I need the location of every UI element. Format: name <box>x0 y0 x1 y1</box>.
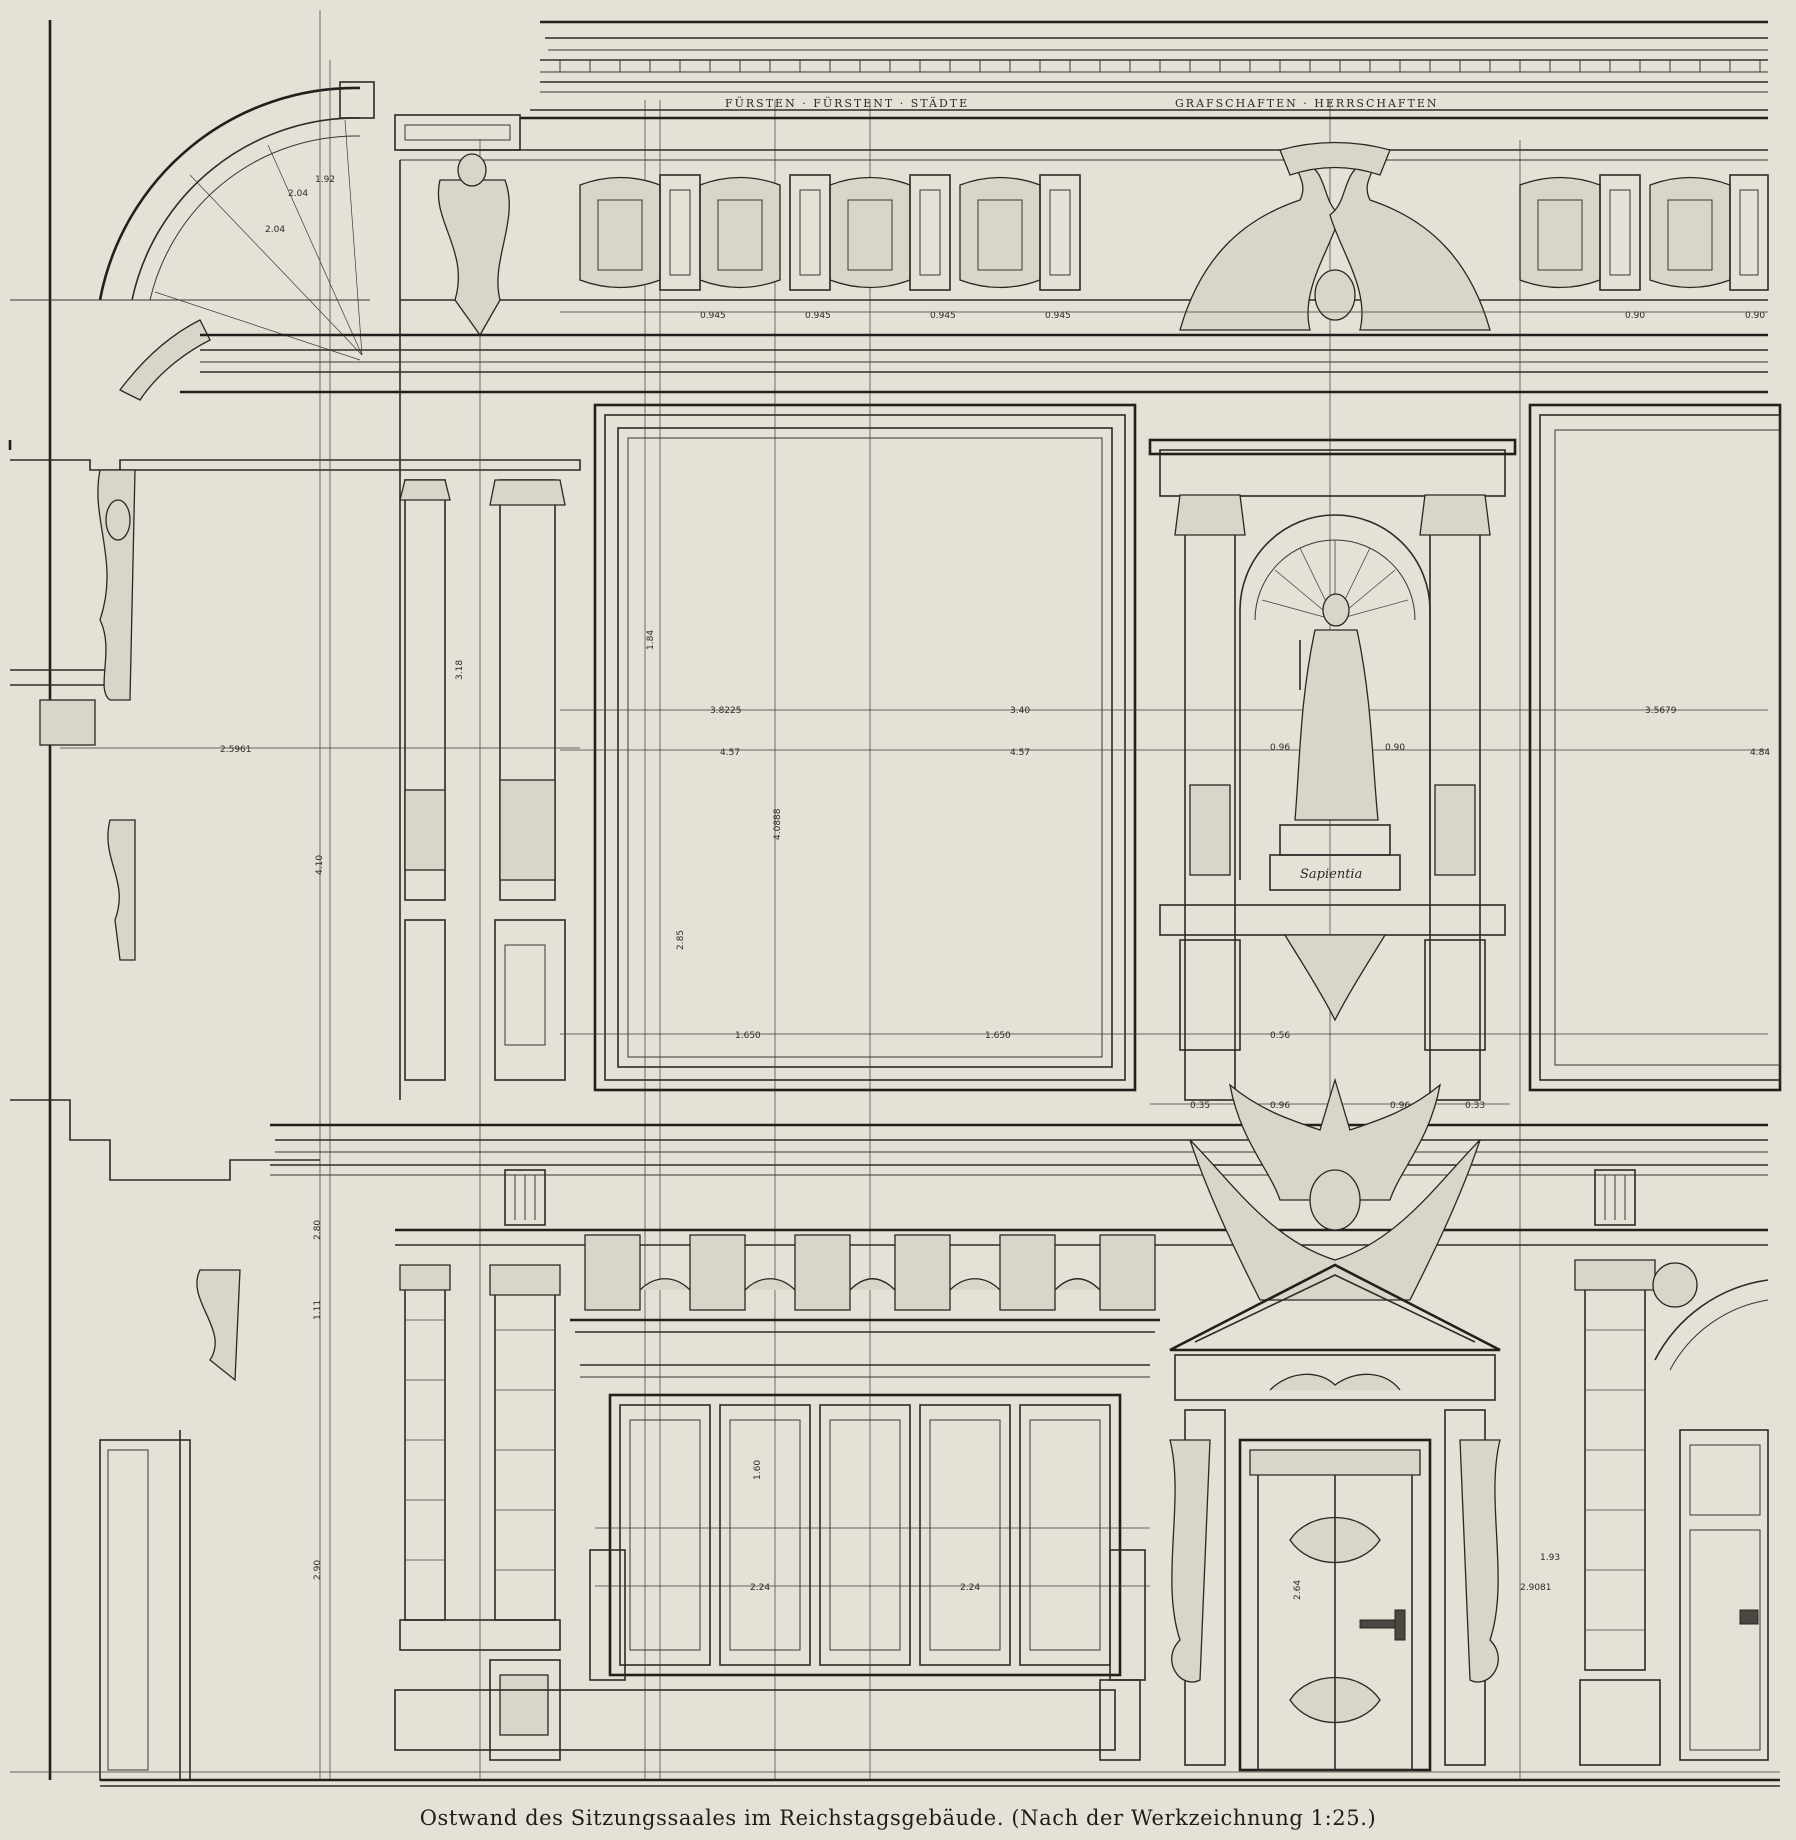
dim-span-c2: 4.57 <box>1010 748 1030 758</box>
central-niche: Sapientia 0.96 0.90 0.56 0.96 0.96 0.35 … <box>1148 438 1517 1111</box>
dim-span-b: 3.40 <box>1010 706 1030 716</box>
dim-door-h: 2.90 <box>313 1560 323 1580</box>
dim-portal-h: 2.64 <box>1293 1580 1303 1600</box>
dim-bay-r2: 0.90 <box>1745 311 1765 321</box>
dim-bay-3: 0.945 <box>930 311 956 321</box>
dim-tall-1: 4.10 <box>315 855 325 875</box>
dim-niche-2: 0.90 <box>1385 743 1405 753</box>
dim-door-h2: 1.60 <box>753 1460 763 1480</box>
dim-bay-2: 0.945 <box>805 311 831 321</box>
dim-low-2: 2.80 <box>313 1220 323 1240</box>
center-doors-bay: 2.24 2.24 1.60 <box>394 1234 1160 1761</box>
dim-bay-4: 0.945 <box>1045 311 1071 321</box>
sapientia-statue <box>1294 593 1379 821</box>
dim-panel-w2: 1.650 <box>985 1031 1011 1041</box>
left-arch: 2.04 2.04 1.92 <box>98 81 375 361</box>
frieze-cartouche-4 <box>959 176 1041 289</box>
dim-bay-1: 0.945 <box>700 311 726 321</box>
left-caryatid-upper <box>394 114 521 337</box>
dim-base-1: 0.56 <box>1270 1031 1290 1041</box>
dim-arch-radius: 2.04 <box>265 225 285 235</box>
elevation-drawing: 2.04 2.04 1.92 <box>8 10 1782 1787</box>
dim-arch-2: 1.92 <box>315 175 335 185</box>
dim-side-2: 0.33 <box>1465 1101 1485 1111</box>
frieze-pilaster-2 <box>789 174 831 291</box>
lower-right-bay: 1.93 2.9081 <box>1520 1259 1769 1766</box>
dim-span-d: 4.84 <box>1750 748 1770 758</box>
frieze-pilaster-1 <box>659 174 701 291</box>
middle-cornice <box>270 1123 1768 1246</box>
frieze-pilaster-3 <box>909 174 951 291</box>
floor-line <box>100 1778 1780 1787</box>
left-pilaster-bay: 3.18 4.10 2.5961 <box>60 160 580 1100</box>
dim-right-2: 2.9081 <box>1520 1583 1552 1593</box>
frieze-cartouche-2 <box>699 176 781 289</box>
left-section-profile <box>8 20 581 1781</box>
dim-base-3: 0.96 <box>1390 1101 1410 1111</box>
large-panel-left: 3.8225 3.40 4.57 4.57 1.650 1.650 1.84 2… <box>560 403 1768 1092</box>
niche-plaque: Sapientia <box>1300 867 1362 882</box>
dim-left-a: 2.5961 <box>220 745 252 755</box>
ornamental-portal: 2.64 <box>1169 1077 1501 1772</box>
crowning-angels-group <box>1179 141 1491 331</box>
eagle-crest <box>1189 1077 1481 1301</box>
capital-frieze <box>584 1234 1156 1311</box>
frieze-inscription-left: FÜRSTEN · FÜRSTENT · STÄDTE <box>725 96 969 110</box>
frieze-pilaster-4 <box>1039 174 1081 291</box>
frieze-pilaster-6 <box>1729 174 1769 291</box>
lower-left-columns: 2.80 1.11 2.90 <box>313 1220 561 1761</box>
dim-base-2: 0.96 <box>1270 1101 1290 1111</box>
dim-right-1: 1.93 <box>1540 1553 1560 1563</box>
dim-left-b: 3.18 <box>455 660 465 680</box>
dim-span-e: 3.5679 <box>1645 706 1677 716</box>
dim-bay-r1: 0.90 <box>1625 311 1645 321</box>
top-cornice: FÜRSTEN · FÜRSTENT · STÄDTE GRAFSCHAFTEN… <box>520 20 1768 120</box>
dim-tall-2: 4.0888 <box>773 808 783 840</box>
frieze-cartouche-5 <box>1519 176 1601 289</box>
dim-panel-h: 1.84 <box>646 630 656 650</box>
construction-lines <box>10 10 1780 1780</box>
dim-arch-1: 2.04 <box>288 189 308 199</box>
dim-door-w2: 2.24 <box>960 1583 980 1593</box>
frieze-cartouche-6 <box>1649 176 1731 289</box>
dim-low-1: 1.11 <box>313 1300 323 1320</box>
frieze-pilaster-5 <box>1599 174 1641 291</box>
dim-span-a: 3.8225 <box>710 706 742 716</box>
dim-panel-w: 1.650 <box>735 1031 761 1041</box>
dim-span-c: 4.57 <box>720 748 740 758</box>
dim-niche-1: 0.96 <box>1270 743 1290 753</box>
dim-side-1: 0.35 <box>1190 1101 1210 1111</box>
figure-caption: Ostwand des Sitzungssaales im Reichstags… <box>419 1806 1377 1830</box>
frieze-cartouche-3 <box>829 176 911 289</box>
frieze-inscription-right: GRAFSCHAFTEN · HERRSCHAFTEN <box>1175 97 1439 110</box>
upper-frieze: 0.945 0.945 0.945 0.945 0.90 0.90 <box>180 141 1769 394</box>
dim-panel-h2: 2.85 <box>676 930 686 950</box>
dim-door-w1: 2.24 <box>750 1583 770 1593</box>
large-panel-right: 3.5679 4.84 <box>1528 403 1782 1092</box>
frieze-cartouche-1 <box>579 176 661 289</box>
